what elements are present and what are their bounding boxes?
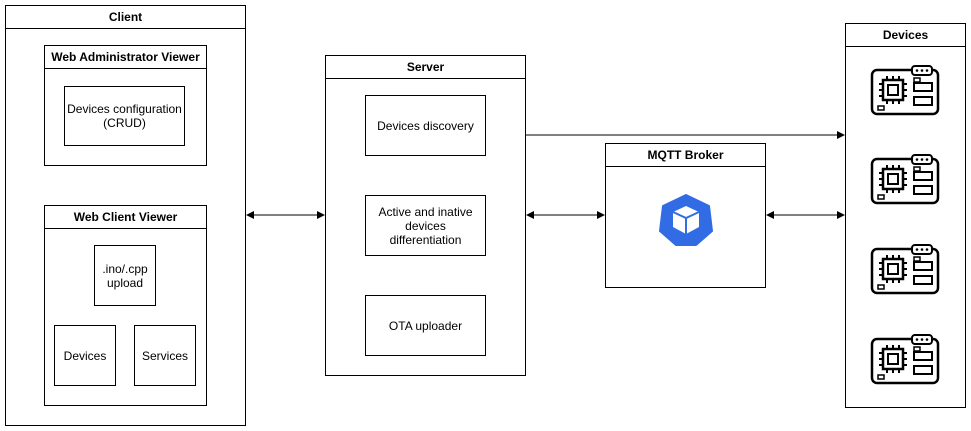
server-title: Server: [326, 56, 525, 79]
web-administrator-viewer-title: Web Administrator Viewer: [45, 46, 206, 69]
web-client-viewer-title: Web Client Viewer: [45, 206, 206, 229]
kubernetes-cube-icon: [659, 194, 713, 246]
mqtt-broker-title: MQTT Broker: [606, 144, 765, 167]
devices-box: Devices: [54, 325, 116, 386]
devices-differentiation-box: Active and inative devices differentiati…: [365, 195, 486, 256]
devices-discovery-box: Devices discovery: [365, 95, 486, 156]
devices-title: Devices: [846, 24, 965, 47]
upload-box: .ino/.cpp upload: [94, 245, 156, 306]
mqtt-broker-container: MQTT Broker: [605, 143, 766, 288]
ota-uploader-box: OTA uploader: [365, 295, 486, 356]
services-box: Services: [134, 325, 196, 386]
client-title: Client: [6, 6, 245, 29]
devices-configuration-box: Devices configuration (CRUD): [64, 86, 185, 146]
devices-container: Devices: [845, 23, 966, 408]
